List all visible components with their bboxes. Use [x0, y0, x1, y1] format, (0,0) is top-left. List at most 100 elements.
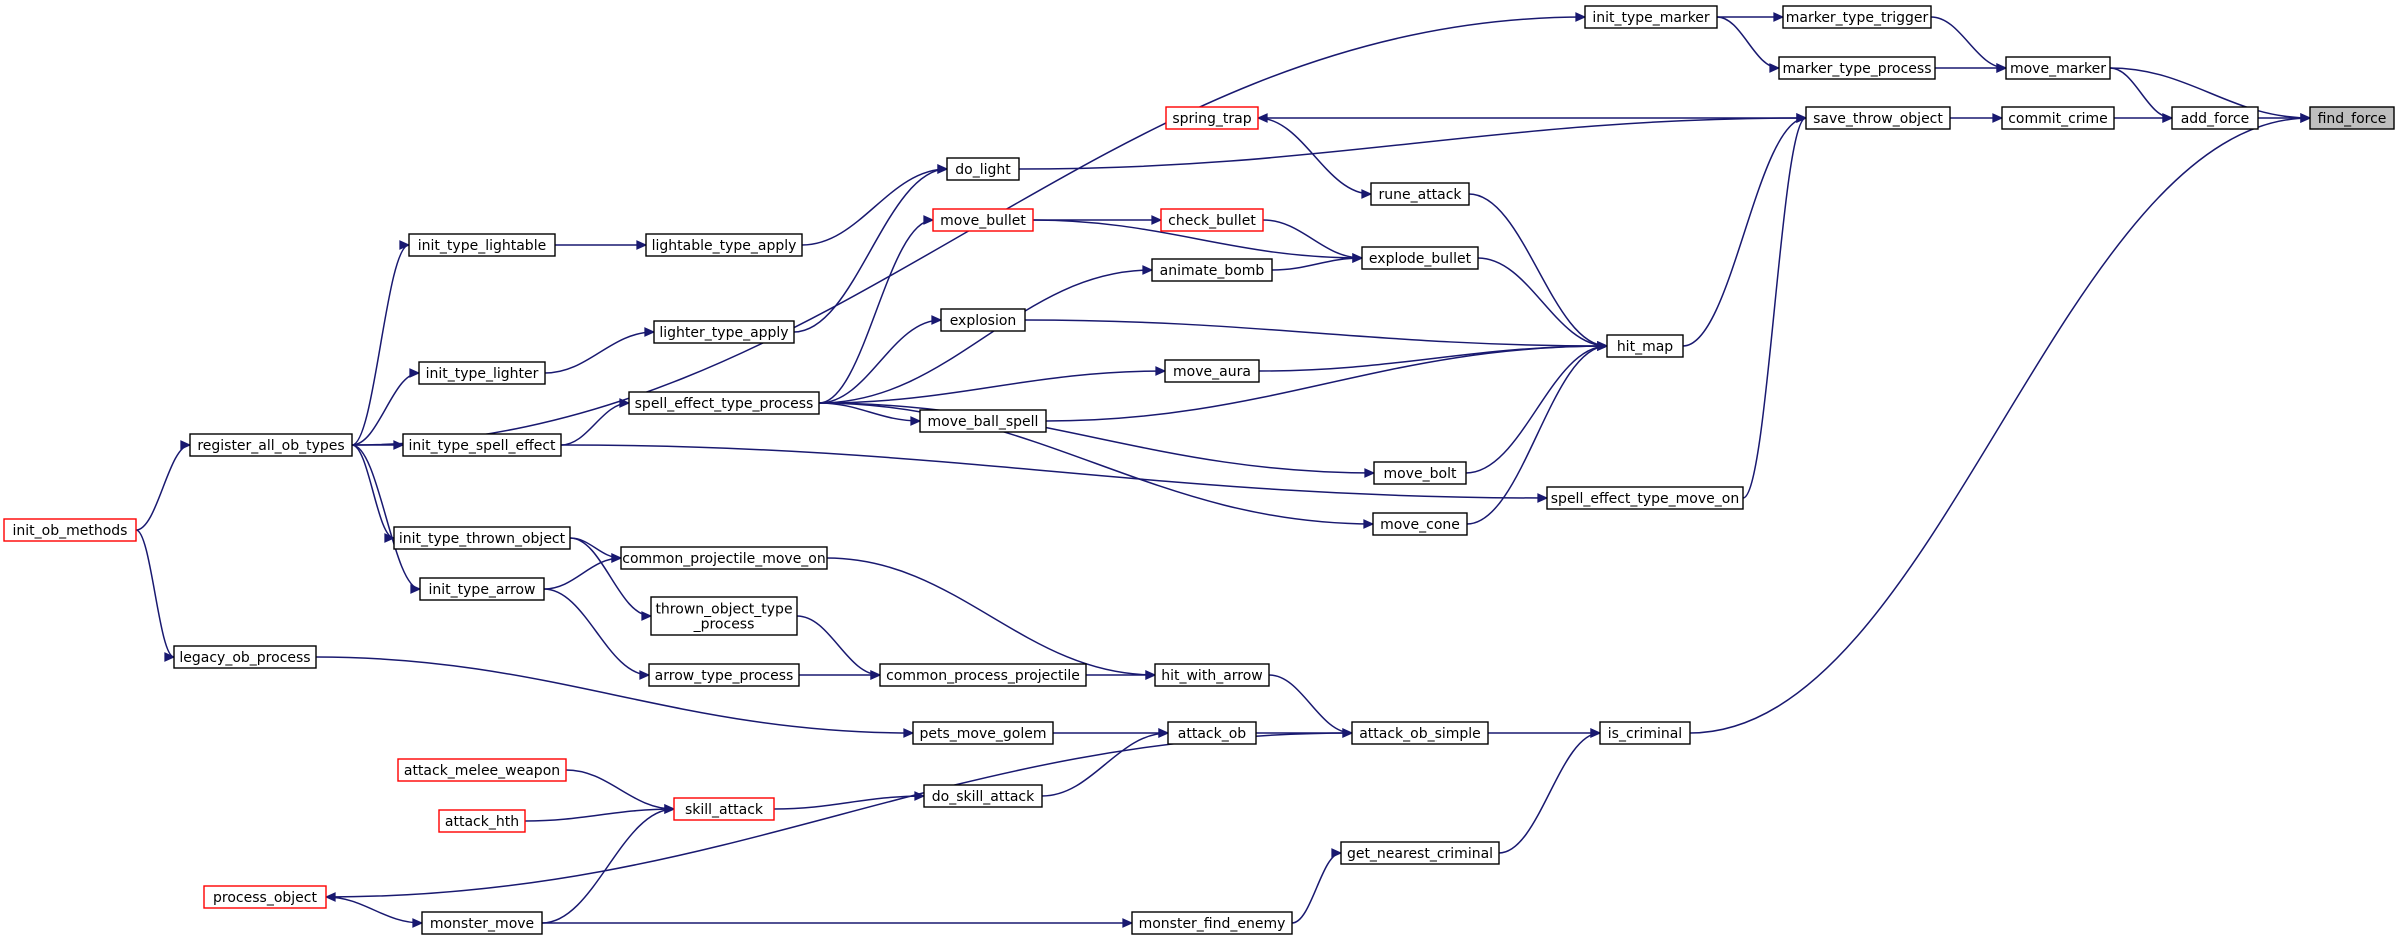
node-hit-map[interactable]: hit_map — [1606, 334, 1684, 358]
node-move-aura[interactable]: move_aura — [1164, 359, 1260, 383]
node-register-all-ob-types[interactable]: register_all_ob_types — [189, 433, 353, 457]
node-box[interactable] — [3, 518, 137, 542]
node-box[interactable] — [653, 320, 795, 344]
node-box[interactable] — [1151, 258, 1273, 282]
node-spell-effect-type-move-on[interactable]: spell_effect_type_move_on — [1546, 486, 1744, 510]
node-box[interactable] — [932, 208, 1034, 232]
node-monster-move[interactable]: monster_move — [421, 911, 543, 935]
node-box[interactable] — [203, 885, 327, 909]
node-box[interactable] — [923, 784, 1043, 808]
node-explode-bullet[interactable]: explode_bullet — [1361, 246, 1479, 270]
node-move-bullet[interactable]: move_bullet — [932, 208, 1034, 232]
node-attack-ob[interactable]: attack_ob — [1167, 721, 1257, 745]
node-is-criminal[interactable]: is_criminal — [1599, 721, 1691, 745]
node-box[interactable] — [1165, 106, 1259, 130]
node-box[interactable] — [2005, 56, 2111, 80]
node-spell-effect-type-process[interactable]: spell_effect_type_process — [628, 391, 820, 415]
node-box[interactable] — [648, 663, 800, 687]
node-box[interactable] — [2001, 106, 2115, 130]
node-box[interactable] — [919, 409, 1047, 433]
node-save-throw-object[interactable]: save_throw_object — [1805, 106, 1951, 130]
node-thrown-object-type-process[interactable]: thrown_object_type_process — [650, 596, 798, 636]
node-marker-type-trigger[interactable]: marker_type_trigger — [1782, 5, 1932, 29]
node-common-projectile-move-on[interactable]: common_projectile_move_on — [620, 546, 828, 570]
node-rune-attack[interactable]: rune_attack — [1370, 182, 1470, 206]
node-box[interactable] — [1154, 663, 1270, 687]
node-box[interactable] — [879, 663, 1087, 687]
node-box[interactable] — [1361, 246, 1479, 270]
node-box[interactable] — [946, 157, 1020, 181]
node-commit-crime[interactable]: commit_crime — [2001, 106, 2115, 130]
node-box[interactable] — [1599, 721, 1691, 745]
node-animate-bomb[interactable]: animate_bomb — [1151, 258, 1273, 282]
node-box[interactable] — [397, 758, 567, 782]
node-box[interactable] — [1351, 721, 1489, 745]
node-do-skill-attack[interactable]: do_skill_attack — [923, 784, 1043, 808]
node-box[interactable] — [912, 721, 1054, 745]
node-box[interactable] — [189, 433, 353, 457]
node-box[interactable] — [1370, 182, 1470, 206]
node-box[interactable] — [393, 526, 571, 550]
node-box[interactable] — [408, 233, 556, 257]
node-init-ob-methods[interactable]: init_ob_methods — [3, 518, 137, 542]
node-find-force[interactable]: find_force — [2309, 106, 2395, 130]
node-init-type-lighter[interactable]: init_type_lighter — [418, 361, 546, 385]
node-box[interactable] — [1782, 5, 1932, 29]
node-check-bullet[interactable]: check_bullet — [1160, 208, 1264, 232]
node-move-ball-spell[interactable]: move_ball_spell — [919, 409, 1047, 433]
node-box[interactable] — [173, 645, 317, 669]
node-spring-trap[interactable]: spring_trap — [1165, 106, 1259, 130]
node-box[interactable] — [1131, 911, 1293, 935]
node-monster-find-enemy[interactable]: monster_find_enemy — [1131, 911, 1293, 935]
node-box[interactable] — [645, 233, 803, 257]
node-box[interactable] — [1164, 359, 1260, 383]
node-box[interactable] — [1167, 721, 1257, 745]
node-attack-hth[interactable]: attack_hth — [438, 809, 526, 833]
node-move-bolt[interactable]: move_bolt — [1373, 461, 1467, 485]
node-do-light[interactable]: do_light — [946, 157, 1020, 181]
node-lightable-type-apply[interactable]: lightable_type_apply — [645, 233, 803, 257]
node-skill-attack[interactable]: skill_attack — [673, 797, 775, 821]
node-box[interactable] — [1546, 486, 1744, 510]
node-box[interactable] — [940, 308, 1026, 332]
node-process-object[interactable]: process_object — [203, 885, 327, 909]
node-init-type-lightable[interactable]: init_type_lightable — [408, 233, 556, 257]
node-box[interactable] — [1805, 106, 1951, 130]
node-init-type-marker[interactable]: init_type_marker — [1584, 5, 1718, 29]
node-lighter-type-apply[interactable]: lighter_type_apply — [653, 320, 795, 344]
node-box[interactable] — [402, 433, 562, 457]
node-box[interactable] — [2171, 106, 2259, 130]
node-box[interactable] — [421, 911, 543, 935]
node-box[interactable] — [628, 391, 820, 415]
node-add-force[interactable]: add_force — [2171, 106, 2259, 130]
node-pets-move-golem[interactable]: pets_move_golem — [912, 721, 1054, 745]
node-init-type-arrow[interactable]: init_type_arrow — [419, 577, 545, 601]
node-hit-with-arrow[interactable]: hit_with_arrow — [1154, 663, 1270, 687]
node-box[interactable] — [1160, 208, 1264, 232]
node-move-marker[interactable]: move_marker — [2005, 56, 2111, 80]
node-init-type-spell-effect[interactable]: init_type_spell_effect — [402, 433, 562, 457]
node-init-type-thrown-object[interactable]: init_type_thrown_object — [393, 526, 571, 550]
node-box[interactable] — [673, 797, 775, 821]
node-box[interactable] — [1373, 461, 1467, 485]
node-explosion[interactable]: explosion — [940, 308, 1026, 332]
node-box[interactable] — [1606, 334, 1684, 358]
node-get-nearest-criminal[interactable]: get_nearest_criminal — [1340, 841, 1500, 865]
node-box[interactable] — [438, 809, 526, 833]
node-box[interactable] — [620, 546, 828, 570]
node-marker-type-process[interactable]: marker_type_process — [1778, 56, 1936, 80]
node-box[interactable] — [650, 596, 798, 636]
node-arrow-type-process[interactable]: arrow_type_process — [648, 663, 800, 687]
node-move-cone[interactable]: move_cone — [1372, 512, 1468, 536]
node-box[interactable] — [1778, 56, 1936, 80]
node-attack-ob-simple[interactable]: attack_ob_simple — [1351, 721, 1489, 745]
node-attack-melee-weapon[interactable]: attack_melee_weapon — [397, 758, 567, 782]
node-box[interactable] — [419, 577, 545, 601]
node-box[interactable] — [1372, 512, 1468, 536]
node-box[interactable] — [2309, 106, 2395, 130]
node-legacy-ob-process[interactable]: legacy_ob_process — [173, 645, 317, 669]
node-box[interactable] — [1340, 841, 1500, 865]
node-box[interactable] — [1584, 5, 1718, 29]
node-common-process-projectile[interactable]: common_process_projectile — [879, 663, 1087, 687]
node-box[interactable] — [418, 361, 546, 385]
